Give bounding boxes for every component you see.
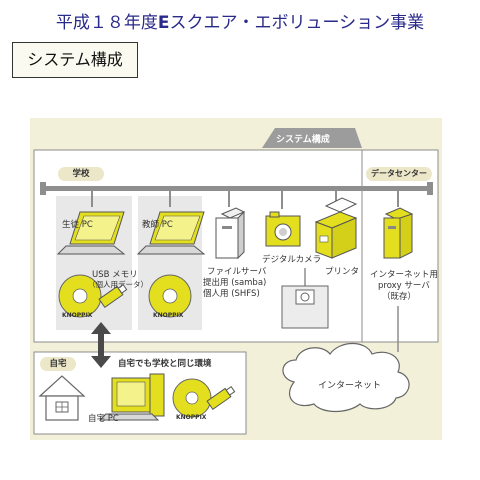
internet-cloud-icon bbox=[282, 342, 410, 413]
printer-label: プリンタ bbox=[325, 267, 360, 277]
internet-label: インターネット bbox=[318, 381, 382, 391]
camera-icon bbox=[265, 211, 301, 247]
house-icon bbox=[38, 375, 86, 421]
network-bus bbox=[40, 186, 432, 191]
usb-label: USB メモリ bbox=[92, 270, 138, 280]
file-server-label-2: 提出用 (samba) bbox=[203, 278, 267, 288]
usb-sublabel: （個人用データ） bbox=[88, 280, 148, 289]
knoppix-disc-icon bbox=[148, 274, 192, 318]
knoppix-label: KNOPPIX bbox=[176, 414, 207, 421]
camera-label: デジタルカメラ bbox=[262, 255, 322, 265]
student-laptop-icon bbox=[56, 211, 126, 255]
student-pc-label: 生徒 PC bbox=[62, 220, 93, 230]
proxy-label: インターネット用 bbox=[370, 270, 439, 280]
teacher-laptop-icon bbox=[136, 211, 206, 255]
home-pc-label: 自宅 PC bbox=[88, 414, 119, 424]
teacher-pc-label: 教師 PC bbox=[142, 220, 173, 230]
photo-print-icon bbox=[281, 285, 329, 329]
system-tab-shape bbox=[262, 128, 362, 148]
double-arrow-icon bbox=[91, 322, 111, 368]
home-pc-icon bbox=[98, 373, 165, 421]
file-server-label: ファイルサーバ bbox=[207, 267, 267, 277]
proxy-label-2: proxy サーバ bbox=[378, 281, 430, 291]
home-label: 自宅 bbox=[40, 357, 76, 371]
proxy-label-3: （既存） bbox=[382, 292, 417, 302]
file-server-icon bbox=[215, 207, 246, 260]
file-server-label-3: 個人用 (SHFS) bbox=[203, 289, 260, 299]
section-heading: システム構成 bbox=[12, 42, 138, 78]
knoppix-label: KNOPPIX bbox=[153, 312, 184, 319]
system-tab-label: システム構成 bbox=[276, 135, 330, 145]
printer-icon bbox=[314, 197, 358, 259]
home-caption: 自宅でも学校と同じ環境 bbox=[118, 359, 212, 369]
page-title: 平成１８年度Eスクエア・エボリューション事業 bbox=[55, 13, 425, 33]
datacenter-label: データセンター bbox=[366, 167, 432, 181]
usb-memory-icon bbox=[98, 283, 128, 309]
knoppix-disc-icon bbox=[172, 378, 212, 418]
usb-memory-icon bbox=[206, 385, 236, 411]
knoppix-label: KNOPPIX bbox=[62, 312, 93, 319]
knoppix-disc-icon bbox=[58, 274, 102, 318]
school-label: 学校 bbox=[58, 167, 104, 181]
proxy-server-icon bbox=[383, 207, 414, 259]
